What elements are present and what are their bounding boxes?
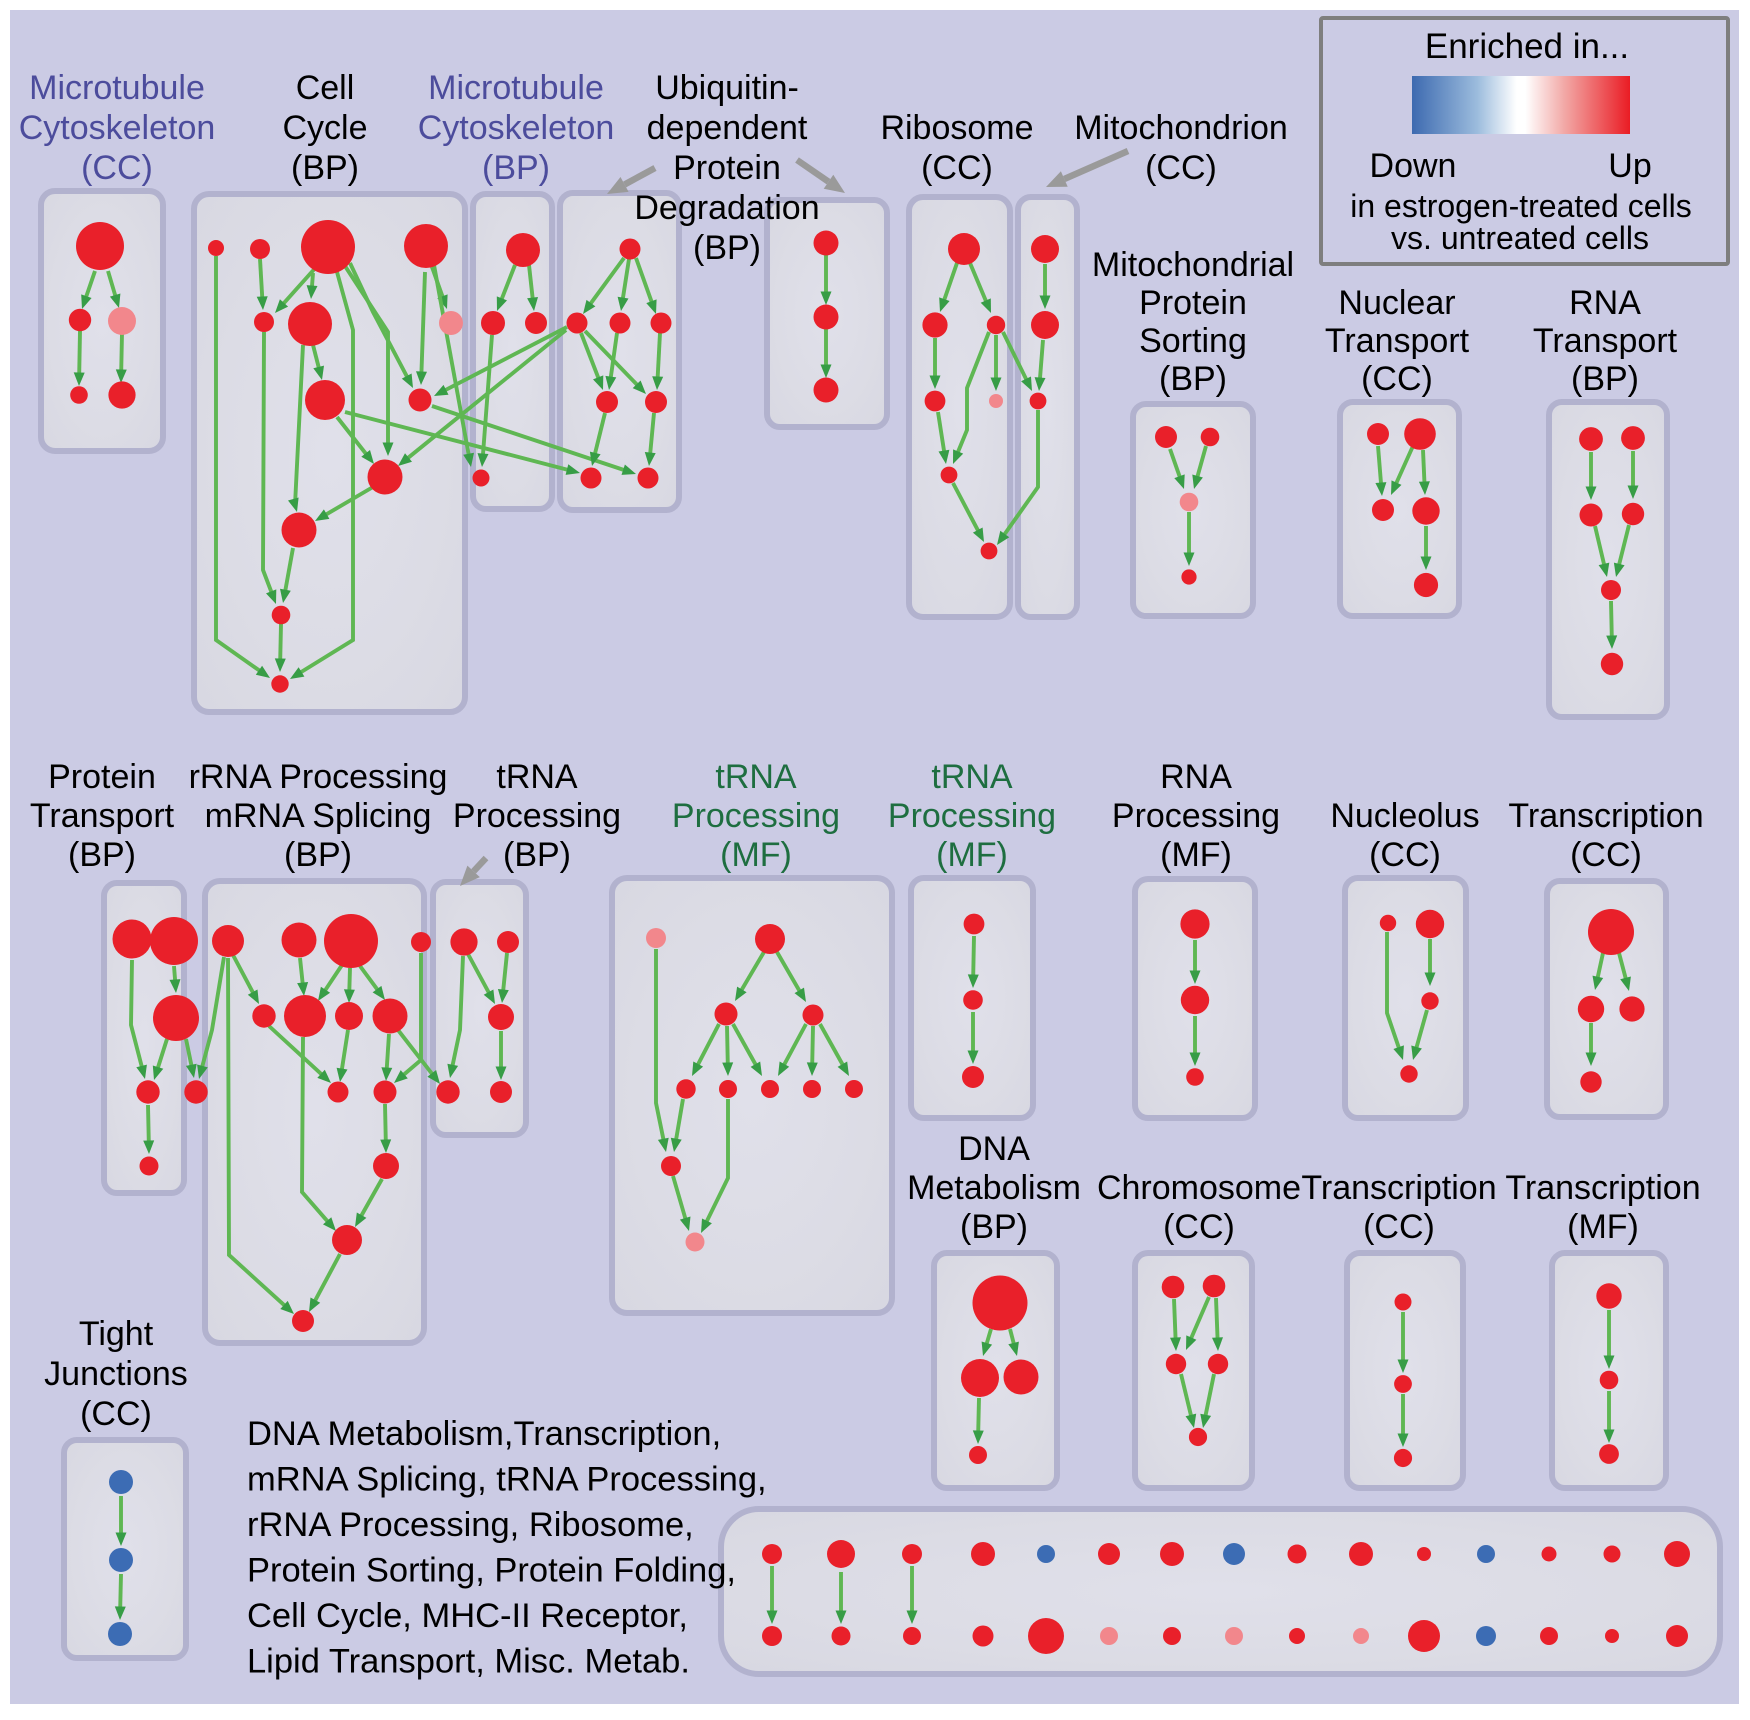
svg-text:Tight: Tight — [79, 1315, 154, 1353]
svg-text:Transport: Transport — [1533, 322, 1678, 360]
svg-text:Ribosome: Ribosome — [880, 109, 1033, 147]
svg-text:(MF): (MF) — [1160, 836, 1232, 874]
svg-text:Processing: Processing — [1112, 797, 1280, 835]
svg-text:(BP): (BP) — [68, 836, 136, 874]
svg-text:rRNA Processing: rRNA Processing — [189, 758, 448, 796]
svg-text:(CC): (CC) — [1363, 1208, 1435, 1246]
svg-text:Sorting: Sorting — [1139, 322, 1247, 360]
svg-text:Enriched in...: Enriched in... — [1425, 27, 1629, 66]
svg-text:Metabolism: Metabolism — [907, 1169, 1081, 1207]
svg-text:DNA: DNA — [958, 1130, 1030, 1168]
svg-text:Protein: Protein — [1139, 284, 1247, 322]
svg-text:Down: Down — [1370, 147, 1457, 185]
svg-text:Transcription: Transcription — [1301, 1169, 1496, 1207]
svg-text:(BP): (BP) — [284, 836, 352, 874]
svg-text:mRNA Splicing, tRNA Processing: mRNA Splicing, tRNA Processing, — [247, 1461, 767, 1499]
svg-text:(BP): (BP) — [960, 1208, 1028, 1246]
svg-text:Transcription: Transcription — [1505, 1169, 1700, 1207]
svg-text:Nuclear: Nuclear — [1338, 284, 1455, 322]
svg-text:Cytoskeleton: Cytoskeleton — [19, 109, 216, 147]
svg-text:(BP): (BP) — [1571, 360, 1639, 398]
svg-text:Degradation: Degradation — [634, 189, 819, 227]
svg-text:Chromosome: Chromosome — [1097, 1169, 1301, 1207]
svg-text:Protein Sorting, Protein Foldi: Protein Sorting, Protein Folding, — [247, 1552, 736, 1590]
svg-text:(MF): (MF) — [1567, 1208, 1639, 1246]
svg-text:(MF): (MF) — [936, 836, 1008, 874]
svg-text:(BP): (BP) — [693, 229, 761, 267]
svg-text:rRNA Processing, Ribosome,: rRNA Processing, Ribosome, — [247, 1506, 694, 1544]
svg-text:(MF): (MF) — [720, 836, 792, 874]
svg-text:Junctions: Junctions — [44, 1355, 188, 1393]
svg-text:tRNA: tRNA — [931, 758, 1013, 796]
svg-text:(CC): (CC) — [921, 149, 993, 187]
svg-text:(CC): (CC) — [1163, 1208, 1235, 1246]
svg-text:Microtubule: Microtubule — [29, 69, 205, 107]
svg-text:(BP): (BP) — [503, 836, 571, 874]
svg-text:Processing: Processing — [453, 797, 621, 835]
svg-text:vs. untreated cells: vs. untreated cells — [1391, 220, 1649, 256]
svg-text:Mitochondrion: Mitochondrion — [1074, 109, 1288, 147]
svg-text:Nucleolus: Nucleolus — [1330, 797, 1479, 835]
svg-text:Up: Up — [1608, 147, 1651, 185]
svg-text:(CC): (CC) — [1361, 360, 1433, 398]
svg-text:Transcription: Transcription — [1508, 797, 1703, 835]
svg-text:(BP): (BP) — [1159, 360, 1227, 398]
svg-text:Protein: Protein — [48, 758, 156, 796]
svg-text:Microtubule: Microtubule — [428, 69, 604, 107]
svg-text:(CC): (CC) — [1570, 836, 1642, 874]
svg-text:RNA: RNA — [1569, 284, 1641, 322]
svg-text:dependent: dependent — [647, 109, 808, 147]
svg-text:Ubiquitin-: Ubiquitin- — [655, 69, 799, 107]
svg-text:Lipid Transport, Misc. Metab.: Lipid Transport, Misc. Metab. — [247, 1643, 690, 1681]
svg-text:(BP): (BP) — [291, 149, 359, 187]
svg-text:in estrogen-treated cells: in estrogen-treated cells — [1350, 188, 1692, 224]
svg-text:DNA Metabolism,Transcription,: DNA Metabolism,Transcription, — [247, 1415, 721, 1453]
svg-text:Processing: Processing — [672, 797, 840, 835]
svg-text:Cycle: Cycle — [282, 109, 367, 147]
svg-text:Processing: Processing — [888, 797, 1056, 835]
svg-text:mRNA Splicing: mRNA Splicing — [205, 797, 432, 835]
svg-text:tRNA: tRNA — [496, 758, 578, 796]
svg-text:(CC): (CC) — [1369, 836, 1441, 874]
svg-text:Cell: Cell — [296, 69, 355, 107]
svg-text:Cell Cycle, MHC-II Receptor,: Cell Cycle, MHC-II Receptor, — [247, 1597, 688, 1635]
svg-text:(BP): (BP) — [482, 149, 550, 187]
svg-text:Cytoskeleton: Cytoskeleton — [418, 109, 615, 147]
svg-text:Mitochondrial: Mitochondrial — [1092, 246, 1294, 284]
svg-text:Transport: Transport — [30, 797, 175, 835]
svg-text:Transport: Transport — [1325, 322, 1470, 360]
svg-text:RNA: RNA — [1160, 758, 1232, 796]
svg-text:tRNA: tRNA — [715, 758, 797, 796]
svg-text:(CC): (CC) — [81, 149, 153, 187]
svg-text:Protein: Protein — [673, 149, 781, 187]
svg-text:(CC): (CC) — [80, 1395, 152, 1433]
svg-text:(CC): (CC) — [1145, 149, 1217, 187]
